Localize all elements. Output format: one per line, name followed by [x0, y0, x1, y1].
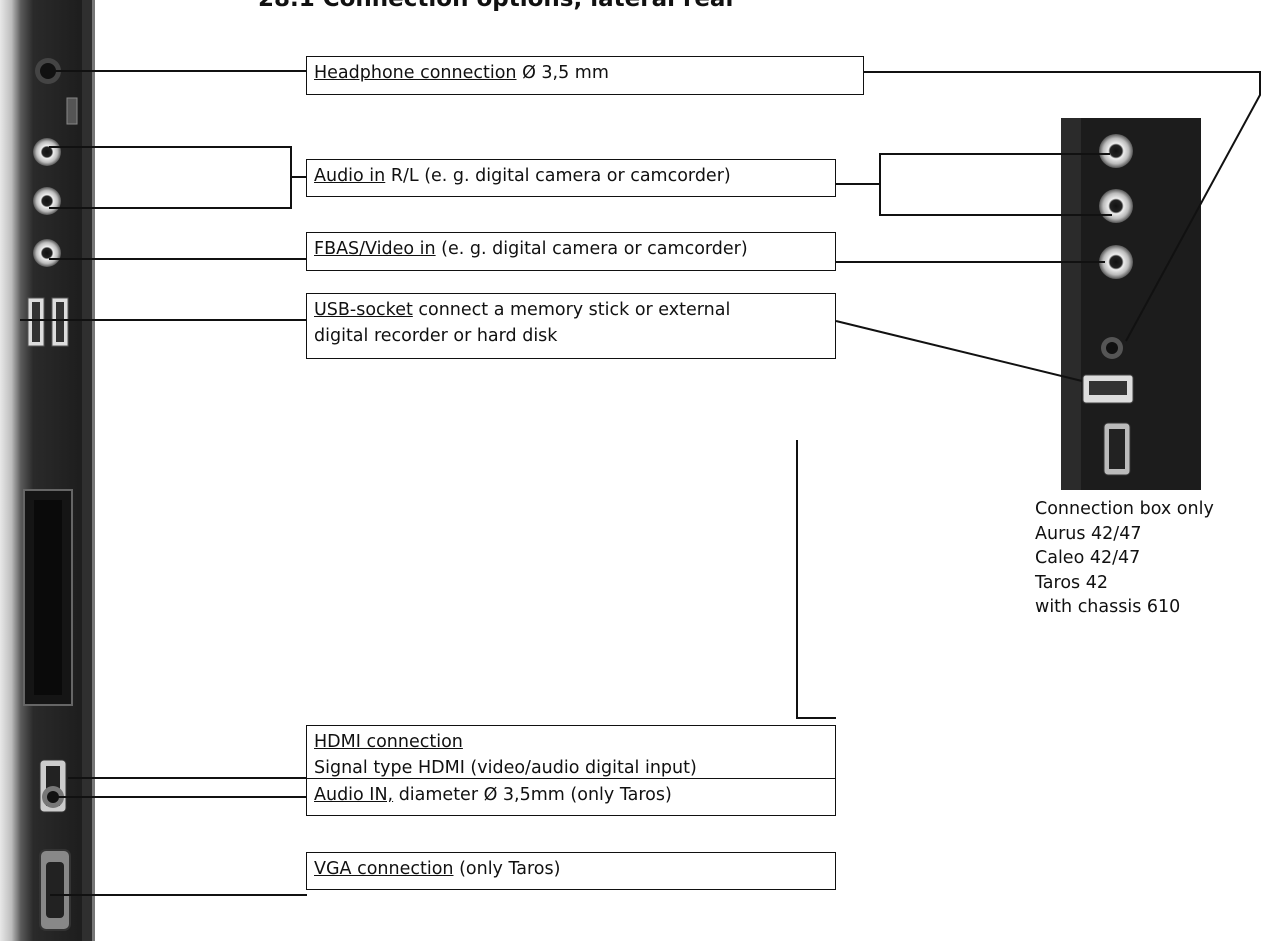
fbas-label-box: FBAS/Video in (e. g. digital camera or c…: [306, 232, 836, 271]
connection-box-caption: Connection box only Aurus 42/47 Caleo 42…: [1035, 497, 1214, 620]
caption-line: Caleo 42/47: [1035, 548, 1141, 568]
tv-side-panel: [0, 0, 95, 941]
vga-port-icon: [39, 849, 71, 931]
usb-label-box: USB-socket connect a memory stick or ext…: [306, 293, 836, 359]
headphone-jack-icon: [35, 58, 61, 84]
usb-label-underlined: USB-socket: [314, 300, 413, 320]
headphone-label-underlined: Headphone connection: [314, 63, 517, 83]
caption-line: Connection box only: [1035, 499, 1214, 519]
headphone-label-rest: Ø 3,5 mm: [516, 63, 609, 83]
connector-lines: [20, 70, 1261, 896]
hdmi-label-line2: Signal type HDMI (video/audio digital in…: [314, 758, 697, 778]
usb-label-line2: digital recorder or hard disk: [314, 326, 558, 346]
audio-in-jack-label-box: Audio IN, diameter Ø 3,5mm (only Taros): [306, 778, 836, 816]
rca-jack-icon: [33, 138, 61, 166]
audio-in-jack-label-underlined: Audio IN,: [314, 785, 394, 805]
rca-jack-icon: [33, 239, 61, 267]
headphone-label-box: Headphone connection Ø 3,5 mm: [306, 56, 864, 95]
hdmi-label-underlined: HDMI connection: [314, 732, 463, 752]
audio-in-label-rest: R/L (e. g. digital camera or camcorder): [385, 166, 731, 186]
caption-line: Taros 42: [1035, 572, 1108, 593]
usb-port-icon: [27, 297, 69, 347]
fbas-label-underlined: FBAS/Video in: [314, 239, 436, 259]
audio-in-label-box: Audio in R/L (e. g. digital camera or ca…: [306, 159, 836, 197]
card-slot-icon: [23, 489, 73, 706]
audio-jack-icon: [42, 786, 64, 808]
audio-in-label-underlined: Audio in: [314, 166, 386, 186]
usb-label-rest: connect a memory stick or external: [412, 300, 731, 320]
connection-box-photo: [1061, 118, 1201, 490]
vga-label-underlined: VGA connection: [314, 859, 454, 879]
caption-line: with chassis 610: [1035, 597, 1181, 617]
caption-line: Aurus 42/47: [1035, 523, 1142, 544]
rca-jack-icon: [33, 187, 61, 215]
small-slot-icon: [66, 97, 78, 125]
audio-in-jack-label-rest: diameter Ø 3,5mm (only Taros): [393, 785, 672, 805]
page-title: 28.1 Connection options, lateral rear: [258, 0, 737, 12]
vga-label-rest: (only Taros): [453, 859, 561, 879]
vga-label-box: VGA connection (only Taros): [306, 852, 836, 890]
fbas-label-rest: (e. g. digital camera or camcorder): [435, 239, 748, 259]
